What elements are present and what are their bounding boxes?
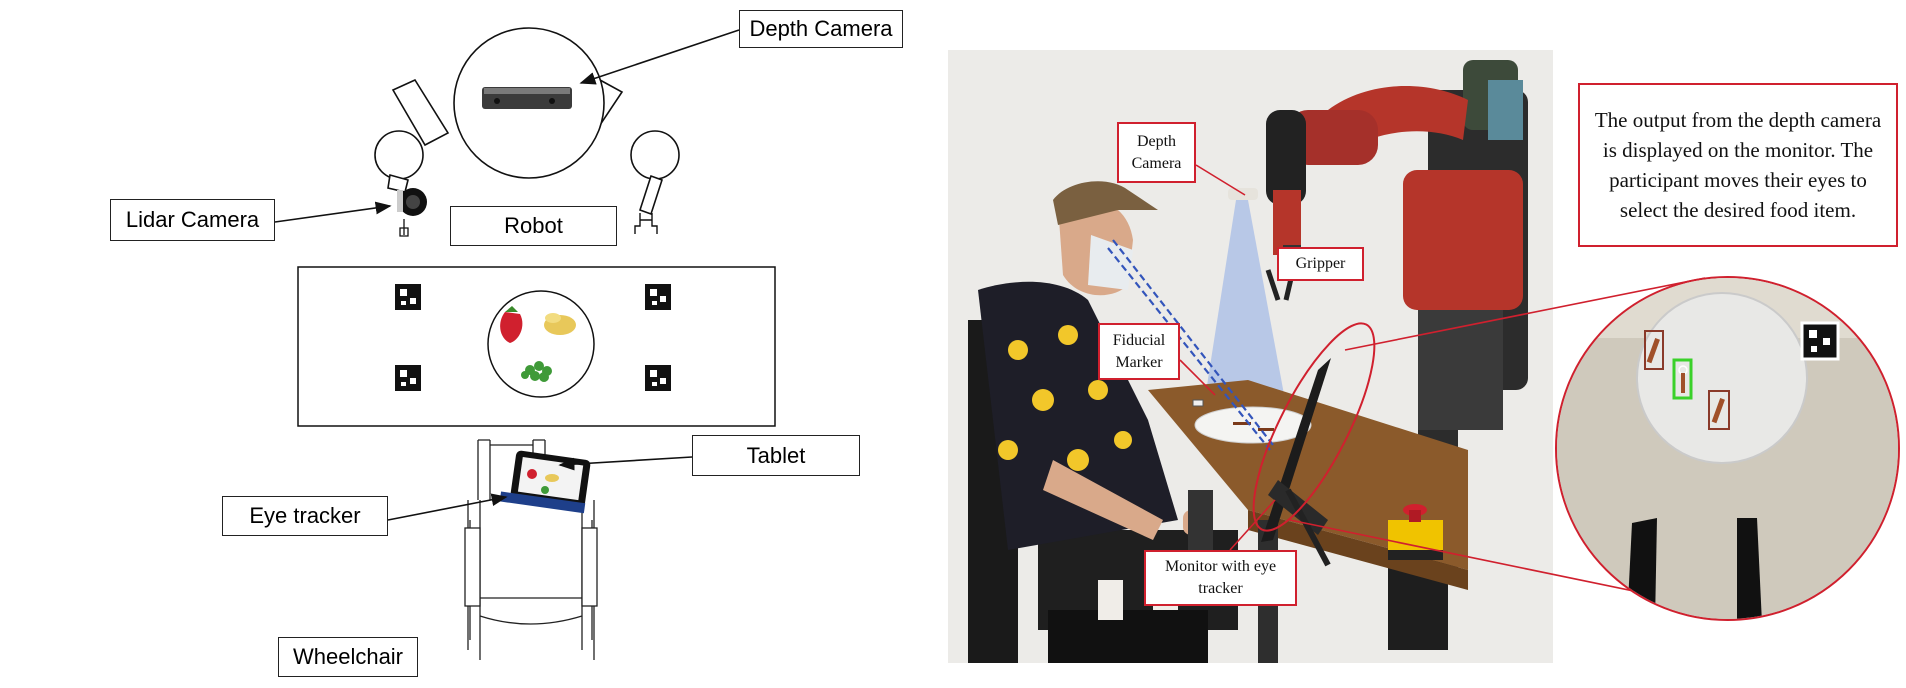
monitor-photo: [1261, 358, 1331, 567]
setup-photo: [948, 50, 1553, 663]
food-box-unselected: [1708, 390, 1730, 430]
fiducial-marker-icon: [645, 365, 671, 391]
lidar-camera-label: Lidar Camera: [110, 199, 275, 241]
participant: [978, 181, 1213, 550]
photo-depth-camera-label: Depth Camera: [1117, 122, 1196, 183]
photo-fiducial-marker-label: Fiducial Marker: [1098, 323, 1180, 380]
lidar-camera-device: [397, 188, 427, 237]
schematic-drawing: [274, 27, 776, 660]
wheelchair-label: Wheelchair: [278, 637, 418, 677]
tablet-label: Tablet: [692, 435, 860, 476]
food-box-unselected: [1644, 330, 1664, 370]
food-box-selected: [1672, 358, 1693, 400]
fiducial-marker-icon: [395, 365, 421, 391]
lidar-camera-arrow: [274, 201, 392, 223]
monitor-zoom-view: [1555, 276, 1900, 621]
monitor-highlight: [1252, 322, 1376, 532]
depth-camera-arrow: [579, 29, 740, 85]
depth-camera-label: Depth Camera: [739, 10, 903, 48]
camera-field-of-view: [1198, 200, 1293, 443]
tablet-arrow: [558, 456, 693, 471]
fiducial-marker-icon: [395, 284, 421, 310]
plate-with-food: [487, 290, 595, 398]
gripper-device: [634, 213, 658, 234]
eye-tracker-arrow: [387, 493, 508, 521]
gaze-line: [1107, 247, 1271, 451]
depth-camera-device: [482, 87, 572, 109]
fiducial-marker-icon: [645, 284, 671, 310]
fiducial-marker-icon: [1800, 321, 1840, 361]
photo-monitor-label: Monitor with eye tracker: [1144, 550, 1297, 606]
wheelchair-photo: [968, 320, 1238, 663]
photo-caption-box: The output from the depth camera is disp…: [1578, 83, 1898, 247]
robot-label: Robot: [450, 206, 617, 246]
photo-gripper-label: Gripper: [1277, 247, 1364, 281]
eye-tracker-label: Eye tracker: [222, 496, 388, 536]
